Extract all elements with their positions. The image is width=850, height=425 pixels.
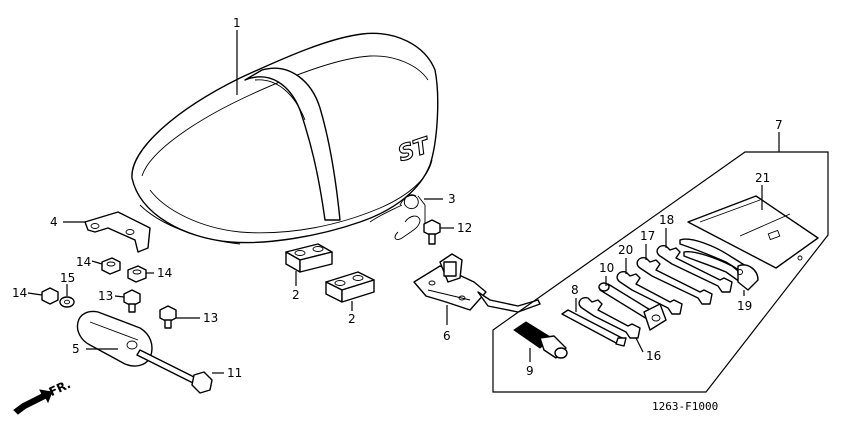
seat-cushion-block-a: [285, 243, 333, 273]
callout-2a: 2: [292, 288, 300, 302]
nut-14-a: [101, 257, 121, 275]
tool-bag: [687, 195, 819, 269]
seat-lock-spring: [369, 194, 426, 241]
callout-9: 9: [526, 364, 534, 378]
callout-13a: 13: [98, 289, 113, 303]
callout-19: 19: [737, 299, 752, 313]
callout-11: 11: [227, 366, 242, 380]
callout-14a: 14: [76, 255, 91, 269]
callout-4: 4: [50, 215, 58, 229]
callout-1: 1: [233, 16, 241, 30]
open-end-wrench-20: [616, 270, 683, 315]
screwdriver-handle: [513, 321, 568, 359]
seat-cushion-block-b: [325, 271, 375, 303]
bolt-13-a: [123, 289, 141, 313]
bolt-11: [136, 349, 213, 394]
callout-15: 15: [60, 271, 75, 285]
callout-16: 16: [646, 349, 661, 363]
callout-14b: 14: [157, 266, 172, 280]
callout-20: 20: [618, 243, 633, 257]
pliers: [679, 238, 759, 291]
callout-10: 10: [599, 261, 614, 275]
open-end-wrench-16: [578, 296, 641, 339]
diagram-code: 1263-F1000: [652, 400, 718, 413]
open-end-wrench-18: [656, 244, 733, 293]
front-direction-arrow: FR.: [13, 377, 73, 415]
callout-21: 21: [755, 171, 770, 185]
tool-kit-outline: [492, 151, 829, 393]
callout-8: 8: [571, 283, 579, 297]
seat-lock-assembly: [413, 253, 541, 313]
screwdriver-bit: [561, 309, 627, 347]
seat: ST: [131, 32, 439, 245]
callout-7: 7: [775, 118, 783, 132]
washer-15: [59, 296, 75, 308]
callout-2b: 2: [348, 312, 356, 326]
bolt-12: [423, 219, 441, 245]
bolt-13-b: [159, 305, 177, 329]
nut-14-b: [127, 265, 147, 283]
open-end-wrench-17: [636, 256, 713, 305]
nut-14-c: [41, 287, 59, 305]
callout-13b: 13: [203, 311, 218, 325]
callout-14c: 14: [12, 286, 27, 300]
callout-17: 17: [640, 229, 655, 243]
callout-5: 5: [72, 342, 80, 356]
callout-12: 12: [457, 221, 472, 235]
callout-3: 3: [448, 192, 456, 206]
helmet-holder: [76, 310, 153, 367]
box-spanner: [598, 282, 667, 331]
direction-label: FR.: [47, 377, 73, 399]
callout-6: 6: [443, 329, 451, 343]
seat-hinge-bracket: [84, 211, 151, 253]
callout-18: 18: [659, 213, 674, 227]
